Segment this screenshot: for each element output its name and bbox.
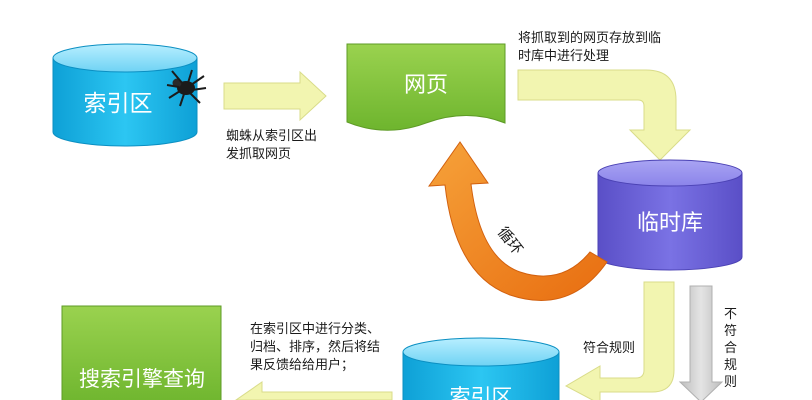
spider-crawl-line-1: 蜘蛛从索引区出 (226, 129, 318, 144)
arrow-webpage-to-tempdb (517, 69, 692, 161)
index-area-cylinder-bottom: 索引区 (402, 337, 560, 400)
search-query-box: 搜索引擎查询 (61, 305, 222, 400)
not-conform-rules-label: 不 符 合 规 则 (724, 306, 740, 391)
not-conform-char-2: 符 (724, 324, 738, 339)
classify-line-1: 在索引区中进行分类、 (250, 322, 381, 337)
index-area-bottom-label: 索引区 (450, 385, 513, 400)
spider-icon (166, 69, 207, 107)
arrow-index-to-webpage (223, 70, 327, 122)
index-area-top-label: 索引区 (84, 91, 153, 117)
store-temp-caption: 将抓取到的网页存放到临 时库中进行处理 (518, 30, 661, 66)
store-temp-line-1: 将抓取到的网页存放到临 (518, 31, 662, 46)
arrow-not-conform (678, 285, 724, 400)
arrow-index-to-query (235, 381, 393, 400)
classify-caption: 在索引区中进行分类、 归档、排序，然后将结 果反馈给给用户； (250, 321, 380, 375)
loop-label: 循环 (494, 223, 527, 258)
index-area-cylinder-top: 索引区 (52, 43, 198, 147)
not-conform-char-1: 不 (724, 307, 738, 322)
store-temp-line-2: 时库中进行处理 (518, 49, 610, 64)
temp-db-label: 临时库 (637, 211, 703, 236)
not-conform-char-5: 则 (724, 375, 738, 390)
search-query-label: 搜索引擎查询 (79, 367, 205, 391)
spider-crawl-line-2: 发抓取网页 (226, 147, 292, 162)
conform-rules-label: 符合规则 (583, 341, 636, 356)
webpage-box: 网页 (346, 43, 506, 131)
temp-db-cylinder: 临时库 (597, 159, 743, 271)
loop-arrow (427, 141, 608, 301)
webpage-label: 网页 (404, 73, 448, 98)
arrow-tempdb-to-index-conform (564, 281, 675, 400)
not-conform-char-4: 规 (724, 358, 738, 373)
spider-crawl-caption: 蜘蛛从索引区出 发抓取网页 (226, 128, 317, 164)
classify-line-2: 归档、排序，然后将结 (250, 340, 381, 355)
classify-line-3: 果反馈给给用户； (250, 358, 355, 373)
not-conform-char-3: 合 (724, 341, 738, 356)
